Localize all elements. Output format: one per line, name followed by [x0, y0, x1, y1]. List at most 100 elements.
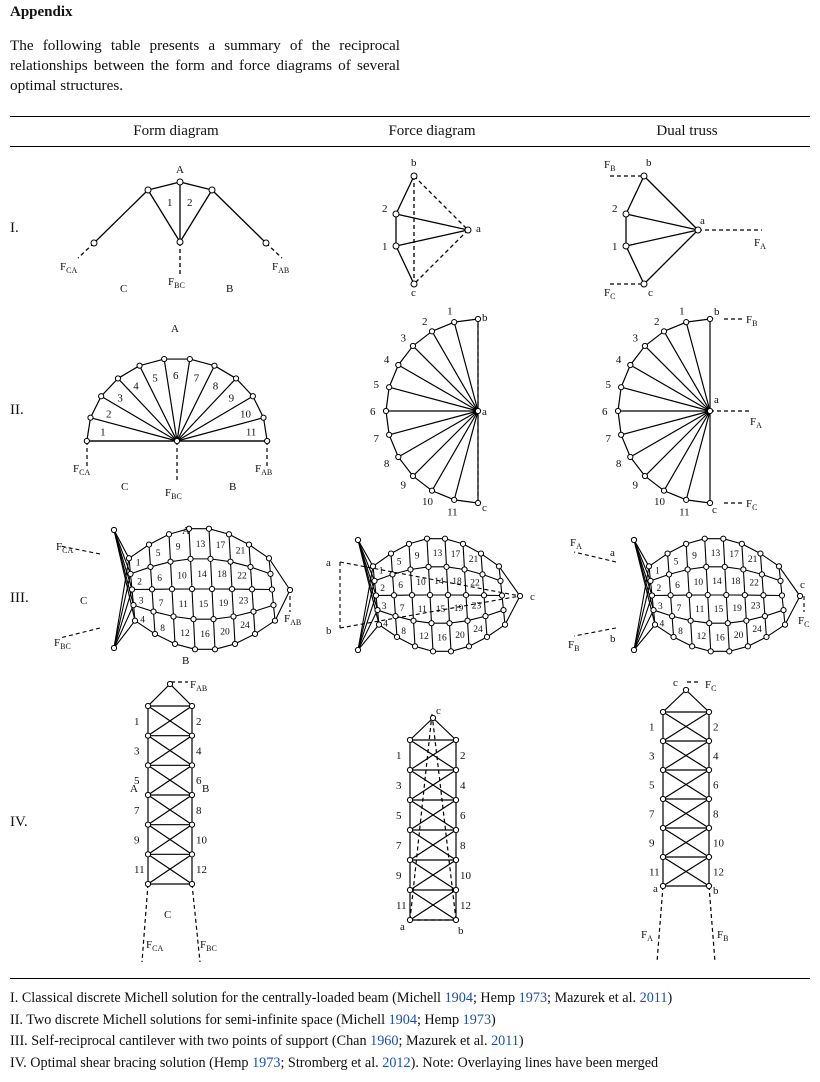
truss-node	[375, 621, 383, 628]
r4-dual-b: b	[713, 885, 719, 897]
member-label: 4	[660, 620, 665, 630]
truss-node	[386, 384, 393, 391]
r4-form-B: B	[202, 783, 209, 795]
truss-node	[618, 431, 625, 438]
row1-force-diagram: b 2 1 a c	[382, 157, 481, 299]
r4-dual-a: a	[653, 883, 658, 895]
truss-node	[428, 620, 435, 627]
truss-node	[452, 886, 460, 894]
truss-node	[775, 563, 783, 570]
truss-node	[267, 570, 274, 577]
caption-list: I. Classical discrete Michell solution f…	[10, 988, 672, 1074]
truss-node	[151, 630, 159, 638]
r4-force-b: b	[458, 925, 464, 937]
member-label: 18	[217, 570, 227, 580]
member-label: 21	[469, 555, 479, 565]
truss-node	[686, 592, 693, 599]
truss-node	[516, 592, 524, 600]
truss-node	[706, 620, 713, 627]
member-label: 19	[219, 599, 229, 609]
truss-node	[386, 431, 393, 438]
truss-node	[778, 592, 786, 599]
row1-dual-truss: b 2 1 a c FB FC FA	[604, 157, 766, 301]
member-label: 1	[379, 566, 384, 576]
truss-node	[452, 856, 460, 864]
truss-node	[389, 571, 396, 578]
r4-dual-c: c	[673, 677, 678, 689]
truss-node	[483, 633, 491, 641]
truss-node	[249, 393, 256, 400]
truss-node	[228, 586, 236, 593]
member-label: 9	[400, 480, 406, 492]
citation-link[interactable]: 2011	[491, 1033, 519, 1049]
member-label: 10	[240, 408, 252, 420]
citation-link[interactable]: 2011	[639, 990, 668, 1006]
truss-node	[465, 643, 473, 650]
truss-node	[150, 608, 157, 615]
truss-node	[225, 531, 233, 538]
truss-node	[144, 762, 152, 769]
truss-node	[188, 585, 196, 593]
member-label: 8	[460, 840, 466, 852]
citation-link[interactable]: 2012	[382, 1054, 411, 1071]
truss-node	[188, 762, 196, 769]
member-label: 24	[752, 625, 762, 635]
truss-node	[723, 591, 730, 599]
truss-node	[683, 496, 690, 503]
truss-node	[406, 766, 414, 774]
member-label: 11	[649, 867, 660, 879]
truss-node	[110, 644, 118, 652]
r1-dual-fc: FC	[604, 287, 615, 301]
citation-link[interactable]: 1973	[462, 1011, 492, 1028]
member-label: 15	[199, 600, 209, 610]
truss-node	[188, 880, 196, 888]
truss-node	[144, 821, 152, 828]
truss-node	[110, 526, 118, 534]
member-label: 11	[447, 506, 458, 518]
truss-node	[230, 613, 237, 620]
r4-dual-fc: FC	[705, 679, 716, 693]
r2-form-B: B	[229, 481, 236, 493]
member-label: 11	[134, 864, 145, 876]
member-label: 2	[196, 716, 202, 728]
truss-node	[425, 563, 432, 570]
member-label: 3	[117, 393, 123, 405]
member-label: 2	[460, 750, 466, 762]
citation-link[interactable]: 1904	[388, 1011, 417, 1028]
member-label: 9	[632, 480, 638, 492]
r1-form-A: A	[176, 164, 184, 176]
member-label: 1	[396, 750, 402, 762]
truss-node	[168, 586, 176, 593]
r2-dual-b: b	[714, 306, 720, 318]
truss-node	[354, 536, 362, 544]
truss-node	[796, 592, 804, 600]
citation-link[interactable]: 1973	[252, 1054, 281, 1071]
member-label: 7	[400, 604, 405, 614]
member-label: 6	[173, 370, 179, 382]
citation-link[interactable]: 1960	[370, 1033, 399, 1049]
citation-link[interactable]: 1973	[518, 990, 548, 1006]
truss-node	[173, 437, 181, 445]
truss-node	[659, 795, 667, 803]
truss-node	[247, 563, 254, 571]
citation-link[interactable]: 1904	[444, 990, 473, 1006]
truss-node	[721, 563, 728, 570]
truss-node	[477, 550, 485, 557]
member-label: 20	[220, 628, 230, 638]
truss-node	[498, 592, 506, 599]
member-label: 2	[422, 316, 428, 328]
r4-dual-fa: FA	[641, 929, 653, 943]
member-label: 22	[470, 578, 480, 588]
member-label: 21	[748, 555, 758, 565]
r1-force-a: a	[476, 223, 481, 235]
truss-node	[232, 375, 240, 382]
truss-node	[659, 708, 667, 716]
truss-node	[354, 646, 362, 654]
truss-node	[265, 555, 273, 562]
truss-node	[758, 571, 766, 578]
member-label: 21	[236, 547, 246, 557]
truss-node	[647, 577, 654, 585]
truss-node	[667, 592, 674, 599]
